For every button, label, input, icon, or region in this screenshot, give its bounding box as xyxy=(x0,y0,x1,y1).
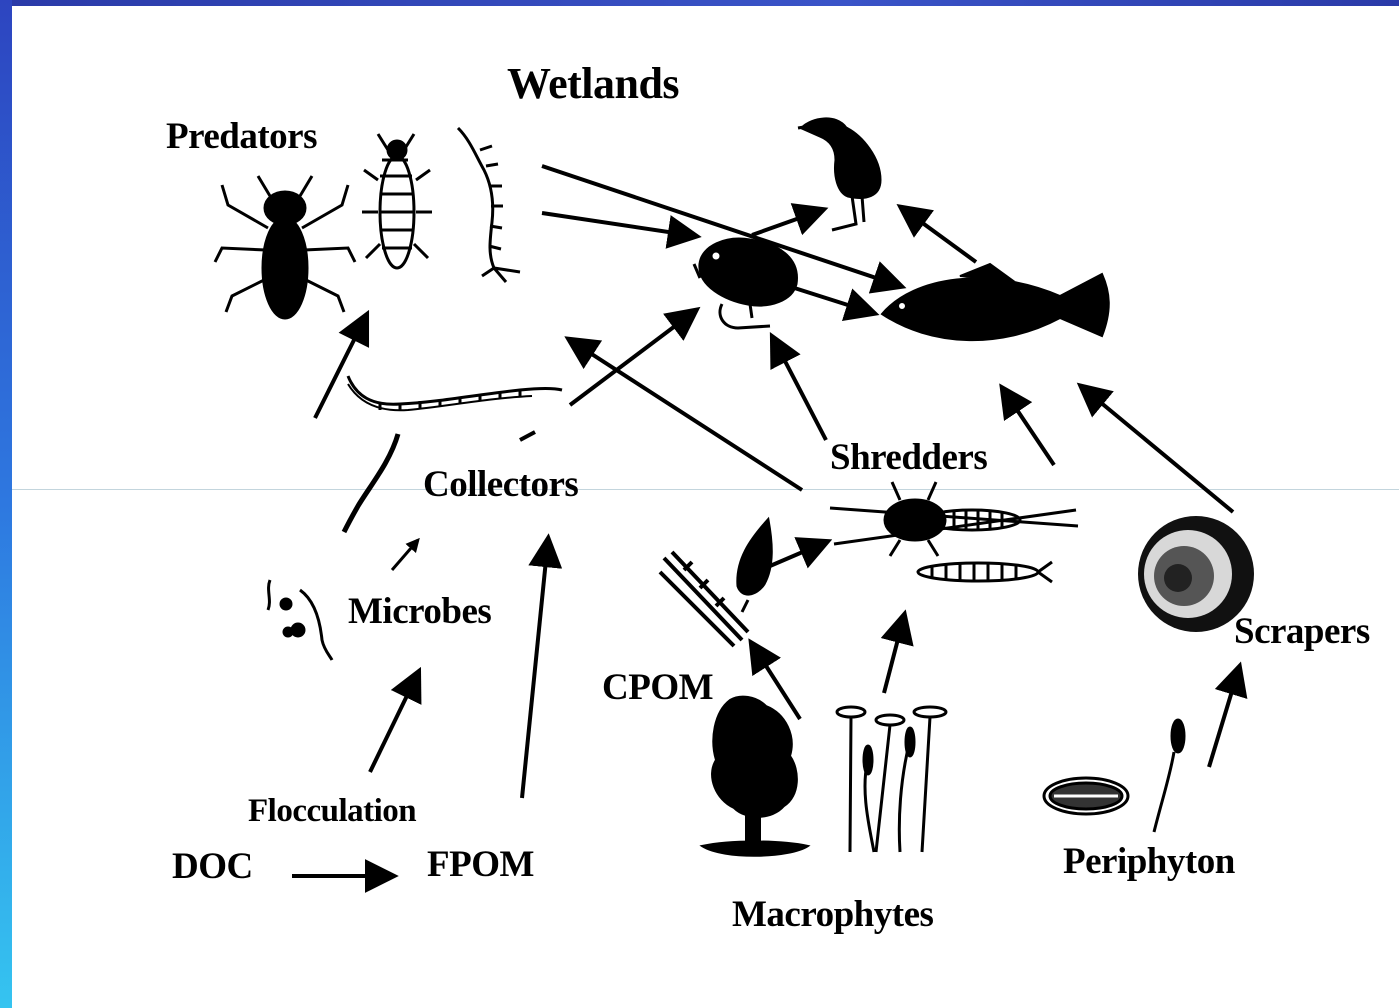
label-scrapers: Scrapers xyxy=(1234,613,1370,650)
arrow-microbes-collectors xyxy=(392,540,418,570)
mayfly-nymph-icon xyxy=(830,482,1078,556)
label-predators: Predators xyxy=(166,118,317,155)
arrow-periphyton-scrapers xyxy=(1209,668,1239,767)
arrow-macrophytes-shredders xyxy=(884,616,904,693)
stonefly-nymph-icon xyxy=(362,134,432,268)
arrow-collectors-frog xyxy=(570,311,695,405)
caddis-larva-icon xyxy=(918,562,1052,582)
label-flocculation: Flocculation xyxy=(248,795,416,828)
fish-icon xyxy=(882,264,1109,340)
arrow-shredders-collectors xyxy=(570,340,802,490)
label-microbes: Microbes xyxy=(348,593,491,630)
periphyton-filament-icon xyxy=(1154,720,1184,832)
worm-icon xyxy=(344,376,562,532)
larva-icon xyxy=(458,128,520,282)
label-doc: DOC xyxy=(172,848,253,885)
pond-plant-icon xyxy=(837,707,946,852)
label-macrophytes: Macrophytes xyxy=(732,896,933,933)
label-cpom: CPOM xyxy=(602,669,713,706)
frog-icon xyxy=(694,239,796,328)
label-periphyton: Periphyton xyxy=(1063,843,1235,880)
arrow-leaf-shredders xyxy=(770,542,826,566)
diagram-title: Wetlands xyxy=(507,62,679,106)
arrow-scrapers-fish xyxy=(1082,387,1233,512)
arrow-fish-heron xyxy=(902,208,976,262)
label-fpom: FPOM xyxy=(427,846,534,883)
tree-icon xyxy=(702,697,808,856)
diatom-icon xyxy=(1044,778,1128,814)
label-shredders: Shredders xyxy=(830,439,987,476)
arrow-frog-heron xyxy=(752,210,822,235)
arrow-predators-frog xyxy=(542,213,695,236)
microbe-cluster-icon xyxy=(268,580,332,660)
dragonfly-nymph-icon xyxy=(215,176,355,318)
arrow-fpom-collectors xyxy=(522,540,548,798)
arrow-collectors-predators xyxy=(315,316,366,418)
arrow-flocculation-microbes xyxy=(370,673,418,772)
leaf-icon xyxy=(738,520,771,612)
cpom-debris-icon xyxy=(660,552,748,646)
label-collectors: Collectors xyxy=(423,466,578,503)
arrow-shredders-frog xyxy=(773,338,826,440)
arrow-shredders-fish xyxy=(1003,389,1054,465)
arrow-frog-fish xyxy=(785,285,873,313)
